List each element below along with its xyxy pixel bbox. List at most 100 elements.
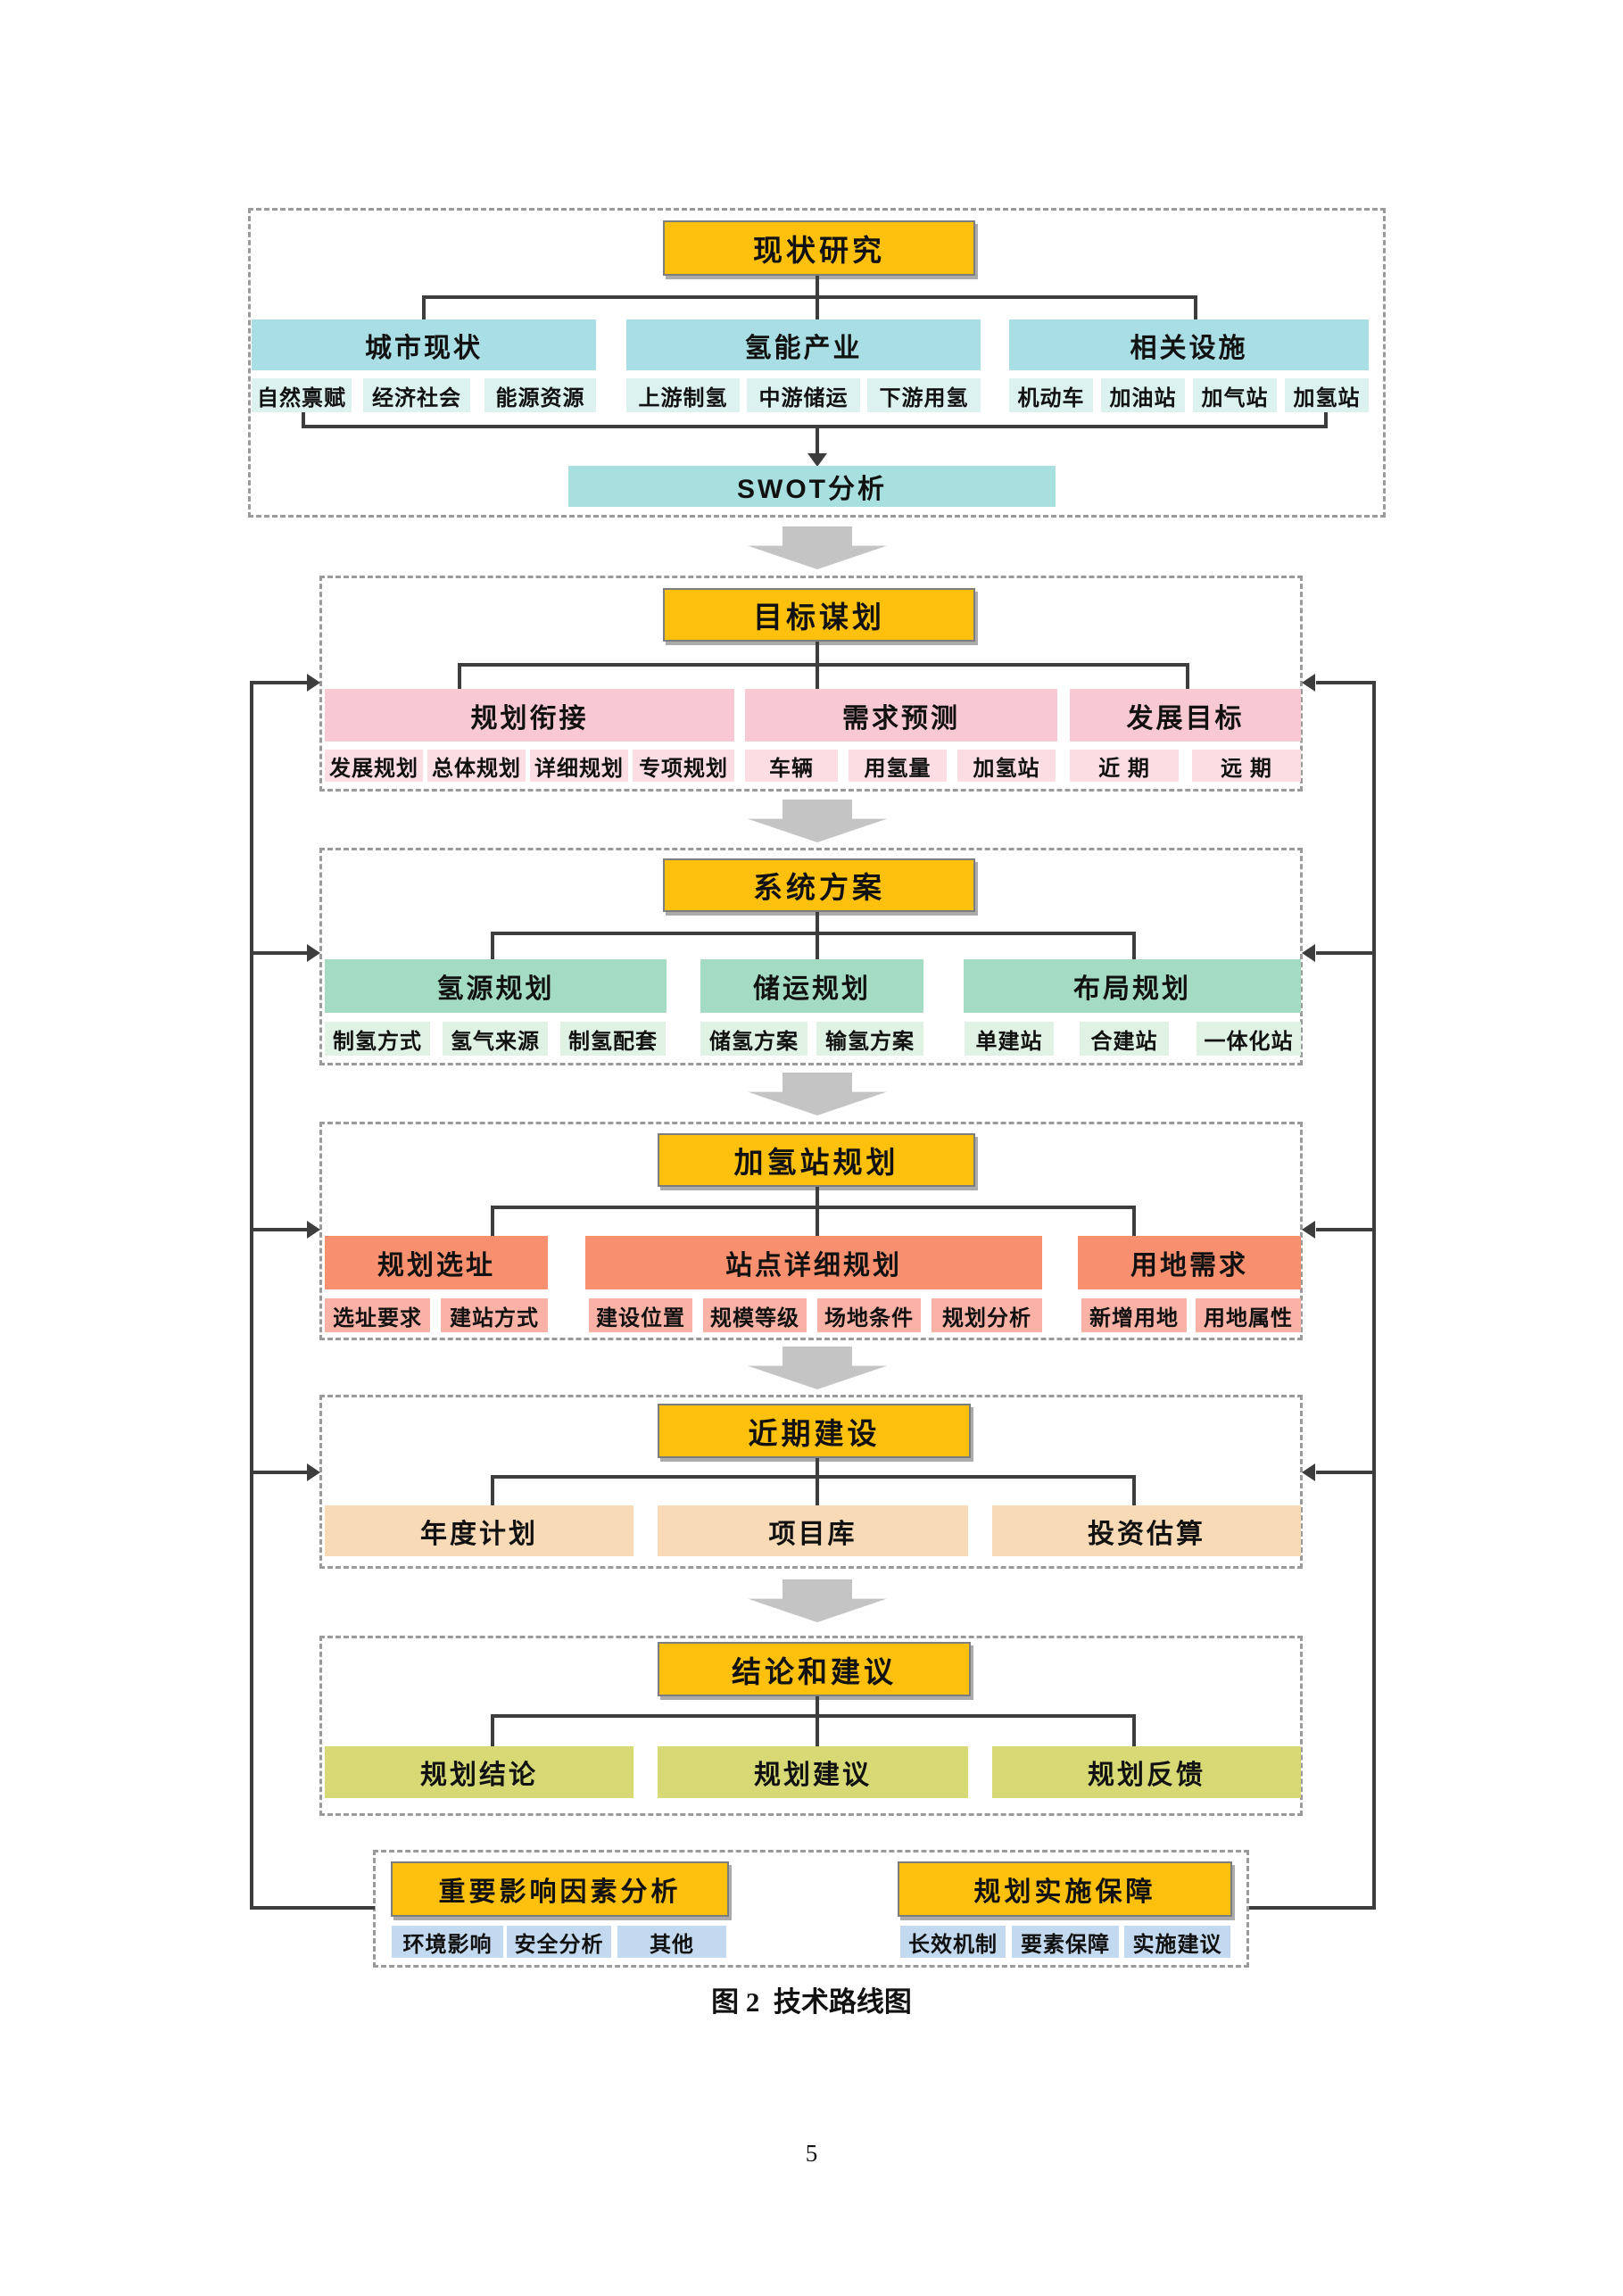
connector-vline <box>491 1475 494 1505</box>
gas-station-item: 加油站 <box>1101 378 1185 412</box>
production-support-item: 制氢配套 <box>560 1022 666 1056</box>
down-arrowhead-icon <box>807 453 827 467</box>
left-arrowhead-icon <box>1302 1221 1315 1239</box>
connector-hline <box>422 295 1197 299</box>
downstream-use-item: 下游用氢 <box>867 378 981 412</box>
feedback-branch-hline <box>1316 951 1375 955</box>
flow-down-arrow-icon <box>748 526 887 569</box>
right-arrowhead-icon <box>307 674 320 692</box>
connector-vline <box>1132 1475 1136 1505</box>
connector-vline <box>1186 663 1189 689</box>
location-item: 建设位置 <box>589 1298 692 1332</box>
left-arrowhead-icon <box>1302 944 1315 962</box>
new-land-item: 新增用地 <box>1081 1298 1187 1332</box>
connector-vline <box>816 1714 819 1746</box>
planning-feedback-box: 规划反馈 <box>992 1746 1301 1798</box>
right-arrowhead-icon <box>307 1463 320 1481</box>
connector-vline <box>816 663 819 689</box>
demand-forecast-header: 需求预测 <box>745 689 1057 742</box>
connector-vline <box>302 412 305 427</box>
swot-analysis-box: SWOT分析 <box>568 466 1056 507</box>
plan-alignment-header: 规划衔接 <box>325 689 734 742</box>
environmental-impact-item: 环境影响 <box>392 1926 503 1958</box>
planning-conclusions-box: 规划结论 <box>325 1746 633 1798</box>
others-item: 其他 <box>617 1926 726 1958</box>
midstream-storage-item: 中游储运 <box>747 378 860 412</box>
flow-down-arrow-icon <box>748 1579 887 1622</box>
flow-down-arrow-icon <box>748 800 887 842</box>
connector-vline <box>816 276 819 297</box>
long-term-mechanism-item: 长效机制 <box>900 1926 1006 1958</box>
connector-vline <box>422 295 426 321</box>
connector-vline <box>491 1714 494 1746</box>
connector-vline <box>816 912 819 933</box>
transmission-scheme-item: 输氢方案 <box>816 1022 923 1056</box>
connector-vline <box>816 1696 819 1716</box>
hydrogen-source-planning-header: 氢源规划 <box>325 959 667 1013</box>
left-arrowhead-icon <box>1302 674 1315 692</box>
construction-mode-item: 建站方式 <box>441 1298 548 1332</box>
section-goal-planning <box>319 576 1303 792</box>
station-planning-title: 加氢站规划 <box>658 1133 975 1187</box>
section-station-planning <box>319 1122 1303 1340</box>
feedback-branch-hline <box>250 1228 312 1231</box>
connector-vline <box>816 295 819 321</box>
implementation-safeguards-title: 规划实施保障 <box>898 1861 1232 1917</box>
feedback-branch-hline <box>250 681 312 684</box>
integrated-station-item: 一体化站 <box>1197 1022 1301 1056</box>
connector-vline <box>816 642 819 665</box>
feedback-line-right-vertical <box>1372 681 1376 1910</box>
connector-vline <box>816 1206 819 1236</box>
connector-vline <box>816 428 819 453</box>
feedback-branch-hline <box>1316 1228 1375 1231</box>
section-system-scheme <box>319 848 1303 1065</box>
connector-vline <box>1132 1714 1136 1746</box>
development-goals-header: 发展目标 <box>1070 689 1301 742</box>
left-arrowhead-icon <box>1302 1463 1315 1481</box>
annual-plan-box: 年度计划 <box>325 1505 633 1556</box>
connector-vline <box>1194 295 1197 321</box>
special-plan-item: 专项规划 <box>633 750 734 782</box>
scale-grade-item: 规模等级 <box>703 1298 807 1332</box>
feedback-line-right-bottom <box>1249 1906 1375 1910</box>
feedback-branch-hline <box>250 951 312 955</box>
cng-station-item: 加气站 <box>1193 378 1277 412</box>
connector-vline <box>1324 412 1328 427</box>
master-plan-item: 总体规划 <box>427 750 526 782</box>
motor-vehicles-item: 机动车 <box>1009 378 1093 412</box>
status-research-title: 现状研究 <box>663 220 975 276</box>
feedback-branch-hline <box>250 1471 312 1474</box>
feedback-branch-hline <box>1316 1471 1375 1474</box>
hydrogen-industry-header: 氢能产业 <box>626 319 981 370</box>
standalone-station-item: 单建站 <box>965 1022 1054 1056</box>
connector-vline <box>816 1187 819 1207</box>
section-status-research <box>248 208 1386 518</box>
land-attributes-item: 用地属性 <box>1196 1298 1301 1332</box>
connector-hline <box>302 425 1328 428</box>
system-scheme-title: 系统方案 <box>663 858 975 912</box>
planning-analysis-item: 规划分析 <box>932 1298 1042 1332</box>
energy-resources-item: 能源资源 <box>484 378 596 412</box>
safety-analysis-item: 安全分析 <box>507 1926 611 1958</box>
near-term-construction-title: 近期建设 <box>658 1404 971 1458</box>
right-arrowhead-icon <box>307 944 320 962</box>
long-term-item: 远 期 <box>1192 750 1301 782</box>
connector-hline <box>491 1714 1136 1718</box>
connector-hline <box>491 1475 1136 1479</box>
conclusions-title: 结论和建议 <box>658 1642 971 1696</box>
key-factors-analysis-title: 重要影响因素分析 <box>391 1861 729 1917</box>
layout-planning-header: 布局规划 <box>964 959 1301 1013</box>
feedback-line-left-bottom <box>250 1906 375 1910</box>
connector-vline <box>816 1475 819 1505</box>
connector-vline <box>458 663 461 689</box>
stations-forecast-item: 加氢站 <box>957 750 1056 782</box>
combined-station-item: 合建站 <box>1080 1022 1169 1056</box>
storage-scheme-item: 储氢方案 <box>700 1022 807 1056</box>
near-term-item: 近 期 <box>1070 750 1179 782</box>
hydrogen-source-item: 氢气来源 <box>443 1022 548 1056</box>
connector-vline <box>1132 932 1136 959</box>
implementation-suggestions-item: 实施建议 <box>1124 1926 1230 1958</box>
storage-transport-planning-header: 储运规划 <box>700 959 923 1013</box>
city-status-header: 城市现状 <box>252 319 596 370</box>
